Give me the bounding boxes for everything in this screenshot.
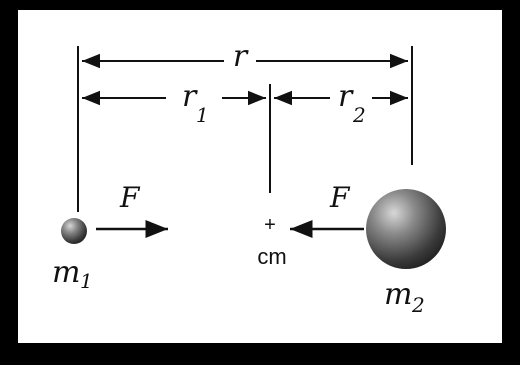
- r1-subscript: 1: [196, 103, 209, 127]
- force-label-left: F: [119, 181, 141, 214]
- cm-label: cm: [257, 244, 286, 269]
- force-label-right: F: [329, 181, 351, 214]
- m2-subscript: 2: [411, 293, 425, 317]
- r2-label: r: [338, 79, 354, 114]
- cm-marker: +: [264, 214, 276, 236]
- m1-subscript: 1: [80, 269, 93, 293]
- mass-1-sphere: [61, 218, 87, 244]
- m2-label: m: [384, 277, 412, 312]
- r1-label: r: [182, 79, 198, 114]
- r-label: r: [233, 39, 249, 74]
- m1-label: m: [52, 255, 80, 290]
- r2-subscript: 2: [352, 103, 366, 127]
- mass-2-sphere: [366, 189, 446, 269]
